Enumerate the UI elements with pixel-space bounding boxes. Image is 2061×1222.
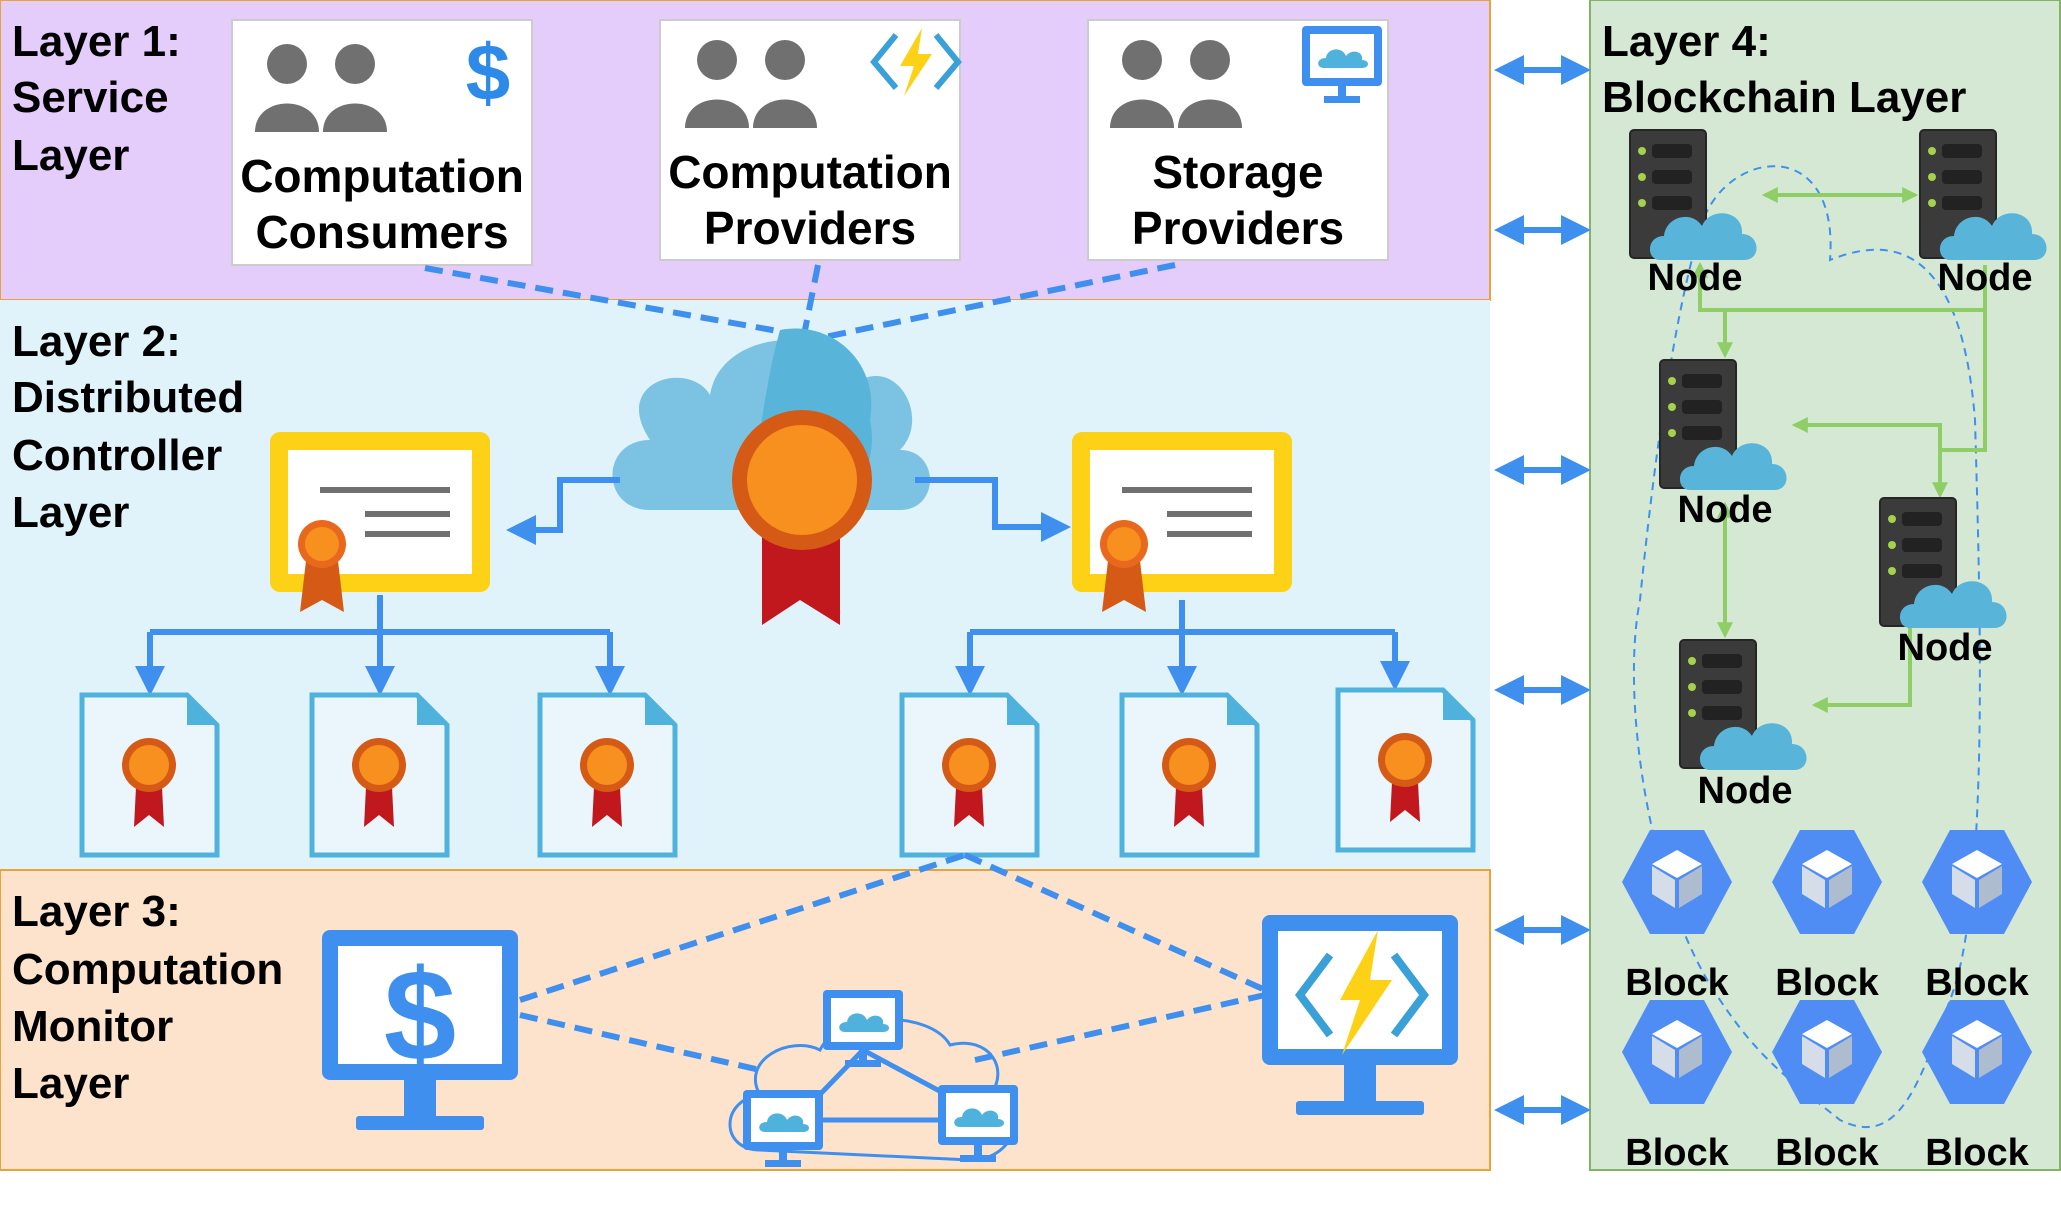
blockchain-block: Block (1772, 1000, 1882, 1174)
certificate-document (82, 695, 217, 855)
layer1-title-line: Layer (12, 131, 129, 180)
central-cloud-certificate (612, 328, 930, 625)
certificate-document (312, 695, 447, 855)
layer3-title-line: Monitor (12, 1002, 173, 1051)
certificate-document (540, 695, 675, 855)
card-label-line: Providers (704, 202, 916, 254)
node-label: Node (1678, 489, 1773, 531)
compute-network-cloud (728, 990, 1018, 1167)
blockchain-node: Node (1679, 639, 1808, 812)
lightning-icon (1340, 930, 1392, 1055)
lightning-icon (870, 28, 962, 96)
blockchain-block: Block (1922, 830, 2032, 1004)
controller-certificate-left (270, 432, 490, 612)
layer3-title-line: Computation (12, 945, 283, 994)
layer-connector-arrows (1494, 55, 1591, 1125)
node-label: Node (1938, 257, 2033, 299)
layer2-title-line: Controller (12, 431, 222, 480)
block-label: Block (1775, 1132, 1879, 1174)
layer1-title-line: Service (12, 73, 169, 122)
dollar-icon: $ (384, 942, 456, 1088)
service-links (424, 262, 1176, 343)
blockchain-block: Block (1772, 830, 1882, 1004)
block-label: Block (1625, 962, 1729, 1004)
node-label: Node (1698, 770, 1793, 812)
layer4-title-line: Blockchain Layer (1602, 73, 1966, 122)
card-storage-providers: Storage Providers (1087, 19, 1389, 261)
card-label-line: Providers (1132, 202, 1344, 254)
card-label-line: Consumers (255, 206, 508, 258)
lightning-monitor (1262, 915, 1458, 1115)
controller-certificate-right (1072, 432, 1292, 612)
card-label-line: Computation (668, 146, 952, 198)
blockchain-block: Block (1922, 1000, 2032, 1174)
block-label: Block (1775, 962, 1879, 1004)
node-label: Node (1648, 257, 1743, 299)
node-links (1692, 187, 1987, 713)
layer2-title-line: Distributed (12, 373, 244, 422)
certificate-tree-arrows (135, 595, 1410, 696)
block-label: Block (1925, 962, 2029, 1004)
layer3-title-line: Layer 3: (12, 887, 181, 936)
layer2-title-line: Layer (12, 488, 129, 537)
layer4-title: Layer 4: Blockchain Layer (1602, 17, 1966, 122)
card-computation-providers: Computation Providers (659, 19, 962, 261)
layer2-title: Layer 2: Distributed Controller Layer (12, 317, 244, 537)
monitor-links (519, 852, 1267, 1073)
dollar-monitor: $ (322, 930, 518, 1130)
certificate-document (902, 695, 1037, 855)
controller-arrows (506, 477, 1071, 545)
layer3-title-line: Layer (12, 1059, 129, 1108)
block-label: Block (1925, 1132, 2029, 1174)
node-label: Node (1898, 627, 1993, 669)
layer1-title: Layer 1: Service Layer (12, 17, 181, 180)
dollar-icon: $ (466, 28, 511, 117)
card-label-line: Computation (240, 150, 524, 202)
block-label: Block (1625, 1132, 1729, 1174)
blockchain-node: Node (1919, 129, 2048, 299)
layer3-title: Layer 3: Computation Monitor Layer (12, 887, 283, 1108)
layer4-title-line: Layer 4: (1602, 17, 1771, 66)
card-label-line: Storage (1152, 146, 1323, 198)
layer1-title-line: Layer 1: (12, 17, 181, 66)
layer2-title-line: Layer 2: (12, 317, 181, 366)
blockchain-block: Block (1622, 1000, 1732, 1174)
certificate-document (1338, 690, 1473, 850)
blockchain-block: Block (1622, 830, 1732, 1004)
blockchain-node: Node (1659, 359, 1788, 531)
certificate-document (1122, 695, 1257, 855)
card-computation-consumers: $ Computation Consumers (231, 19, 533, 266)
blockchain-node: Node (1879, 497, 2008, 669)
blockchain-node: Node (1629, 129, 1758, 299)
